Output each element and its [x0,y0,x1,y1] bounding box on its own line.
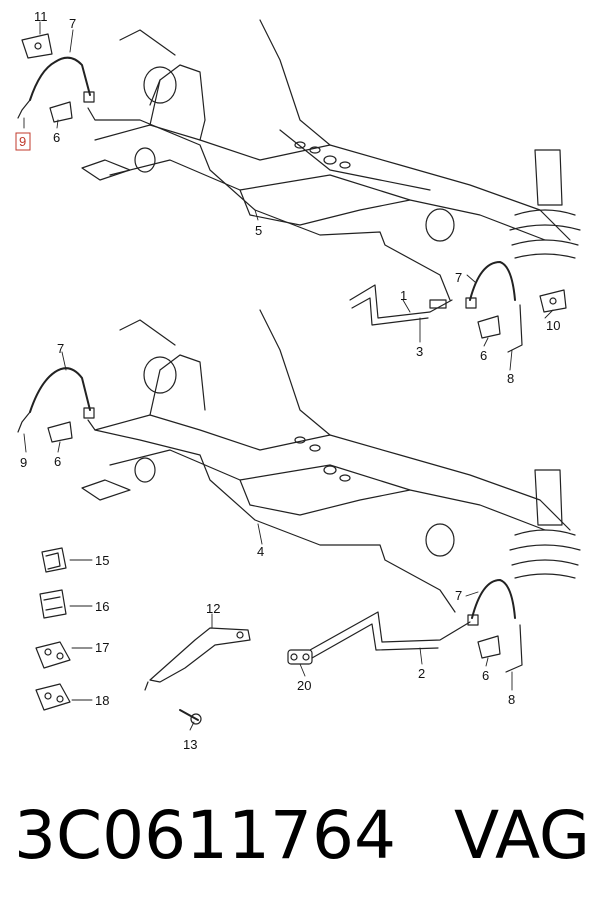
callout-13: 13 [183,737,197,752]
callout-8-top: 8 [507,371,514,386]
lower-axle-assembly [17,309,581,673]
callout-7-bottom-left: 7 [57,341,64,356]
callout-7-bottom-right: 7 [455,588,462,603]
callout-2: 2 [418,666,425,681]
callout-18: 18 [95,693,109,708]
callout-10: 10 [546,318,560,333]
upper-axle-assembly [17,19,581,353]
highlight-box-9 [15,132,31,151]
callout-16: 16 [95,599,109,614]
callout-15: 15 [95,553,109,568]
callout-12: 12 [206,601,220,616]
clip-15 [41,547,67,573]
screw-13 [179,709,202,725]
part-number-footer: 3C0611764 VAG [14,786,594,886]
brand-name: VAG [454,797,591,874]
callout-8-bottom: 8 [508,692,515,707]
callout-9: 9 [20,455,27,470]
callout-3: 3 [416,344,423,359]
callout-11: 11 [34,9,48,24]
callout-7-top-right: 7 [455,270,462,285]
clip-18 [35,683,71,711]
callout-6-top-right: 6 [480,348,487,363]
part-number: 3C0611764 [14,797,397,874]
clip-17 [35,641,71,669]
clip-16 [39,589,67,619]
callout-6-bottom-right: 6 [482,668,489,683]
callout-6-bottom-left: 6 [54,454,61,469]
callout-20: 20 [297,678,311,693]
bracket-12 [144,627,251,691]
callout-9-highlighted: 9 [19,134,26,149]
callout-6-top-left: 6 [53,130,60,145]
callout-17: 17 [95,640,109,655]
callout-5: 5 [255,223,262,238]
callout-4: 4 [257,544,264,559]
callout-7-top-left: 7 [69,16,76,31]
callout-1: 1 [400,288,407,303]
